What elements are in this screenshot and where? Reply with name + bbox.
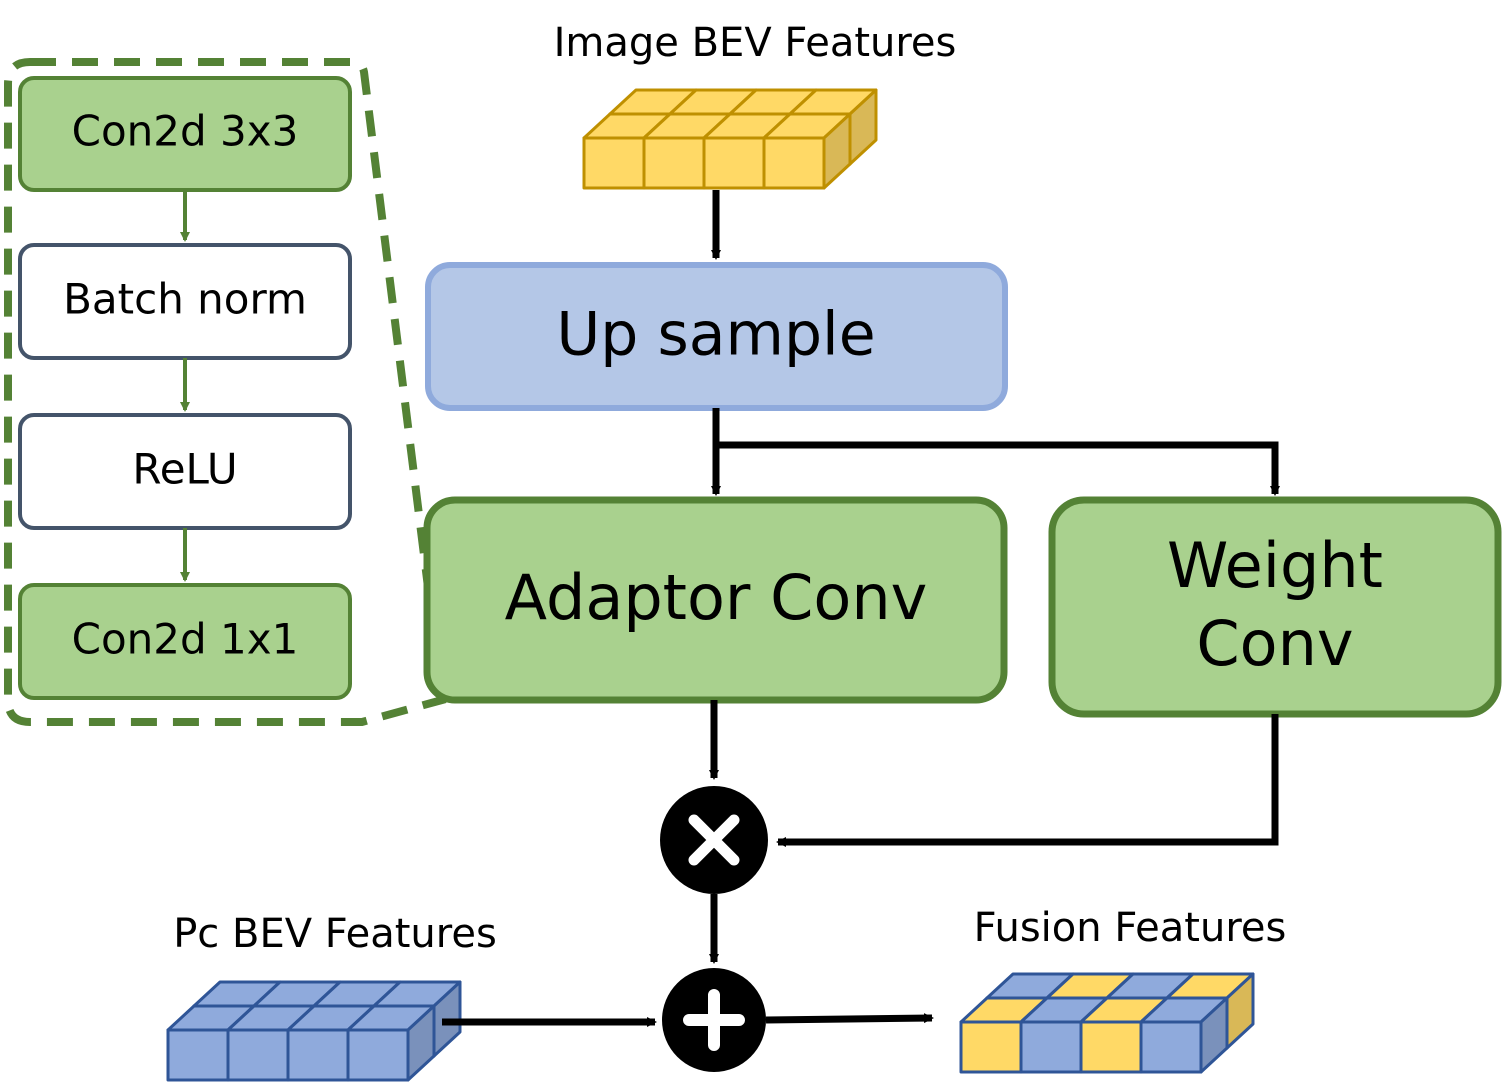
pc-bev-cube xyxy=(166,980,462,1082)
legend-batchnorm-block: Batch norm xyxy=(18,243,352,360)
adaptor-conv-label: Adaptor Conv xyxy=(505,561,928,634)
arrow-add-to-fusion xyxy=(765,1013,934,1024)
weight-conv-block: Weight Conv xyxy=(1048,496,1502,718)
cube-front-face xyxy=(286,1028,350,1082)
arrow-weight-to-multiply xyxy=(776,714,1279,847)
cube-front-face xyxy=(1079,1020,1143,1074)
arrow-upsample-to-weight xyxy=(716,441,1280,496)
cube-front-face xyxy=(226,1028,290,1082)
image-bev-label: Image BEV Features xyxy=(554,20,957,66)
cube-front-face xyxy=(166,1028,230,1082)
upsample-label: Up sample xyxy=(556,300,875,370)
cube-front-face xyxy=(1139,1020,1203,1074)
cube-front-face xyxy=(959,1020,1023,1074)
weight-conv-label-line1: Weight xyxy=(1167,529,1383,602)
add-operator xyxy=(662,968,766,1072)
pc-bev-label: Pc BEV Features xyxy=(173,911,497,957)
legend-conv1x1-block: Con2d 1x1 xyxy=(18,583,352,700)
adaptor-conv-block: Adaptor Conv xyxy=(423,496,1008,704)
image-bev-cube xyxy=(582,88,878,190)
legend-relu-label: ReLU xyxy=(132,445,237,494)
multiply-operator xyxy=(660,786,768,894)
cube-front-face xyxy=(346,1028,410,1082)
upsample-block: Up sample xyxy=(425,262,1008,411)
legend-conv1x1-label: Con2d 1x1 xyxy=(72,615,299,664)
legend-batchnorm-label: Batch norm xyxy=(63,275,307,324)
legend-conv3x3-label: Con2d 3x3 xyxy=(72,107,299,156)
legend-relu-block: ReLU xyxy=(18,413,352,530)
fusion-cube xyxy=(959,972,1255,1074)
fusion-label: Fusion Features xyxy=(974,905,1287,951)
cube-front-face xyxy=(762,136,826,190)
legend-dashed-outline xyxy=(4,58,447,726)
legend-conv3x3-block: Con2d 3x3 xyxy=(18,76,352,192)
cube-front-face xyxy=(642,136,706,190)
cube-front-face xyxy=(1019,1020,1083,1074)
weight-conv-label-line2: Conv xyxy=(1196,607,1353,680)
cube-front-face xyxy=(582,136,646,190)
cube-front-face xyxy=(702,136,766,190)
